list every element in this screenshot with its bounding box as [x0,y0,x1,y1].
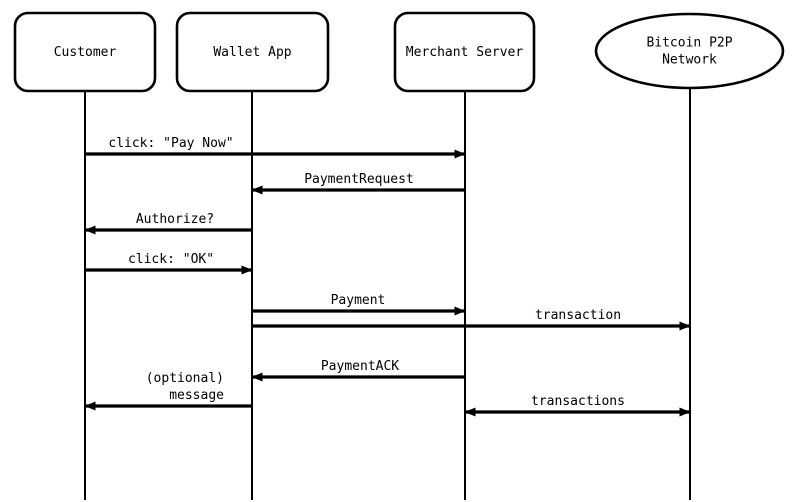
message-m3[interactable]: Authorize? [84,212,252,235]
participant-merchant-server[interactable]: Merchant Server [393,11,536,93]
message-label-m8: (optional)message [146,371,224,403]
messages-group: click: "Pay Now" PaymentRequestAuthorize?… [84,136,691,417]
message-m4[interactable]: click: "OK" [85,252,253,275]
message-m7[interactable]: PaymentACK [251,359,465,382]
message-label-m1: click: "Pay Now" [108,136,233,151]
message-m9[interactable]: transactions [464,394,691,417]
message-m8[interactable]: (optional)message [84,371,252,411]
message-label-m7: PaymentACK [321,359,399,374]
participant-shape-rect-customer [13,11,157,93]
participant-shape-rect-wallet-app [175,11,330,93]
participant-shape-ellipse-bitcoin-p2p-network [594,12,785,90]
participant-label-merchant-server: Merchant Server [406,45,524,60]
message-label-m2: PaymentRequest [304,172,414,187]
message-label-m9: transactions [531,394,625,409]
message-label-m5: Payment [331,293,386,308]
message-label-m3: Authorize? [136,212,214,227]
message-label-m6: transaction [535,308,621,323]
participants-group: Customer Wallet App Merchant Server Bitcoin… [13,11,785,93]
participant-label-wallet-app: Wallet App [213,45,291,60]
participant-label-customer: Customer [54,45,117,60]
participant-wallet-app[interactable]: Wallet App [175,11,330,93]
message-m2[interactable]: PaymentRequest [251,172,465,195]
participant-customer[interactable]: Customer [13,11,157,93]
message-m1[interactable]: click: "Pay Now" [85,136,466,159]
lifelines-group [84,88,691,500]
message-m5[interactable]: Payment [252,293,466,316]
message-m6[interactable]: transaction [252,308,691,331]
message-label-m4: click: "OK" [128,252,214,267]
participant-shape-rect-merchant-server [393,11,536,93]
